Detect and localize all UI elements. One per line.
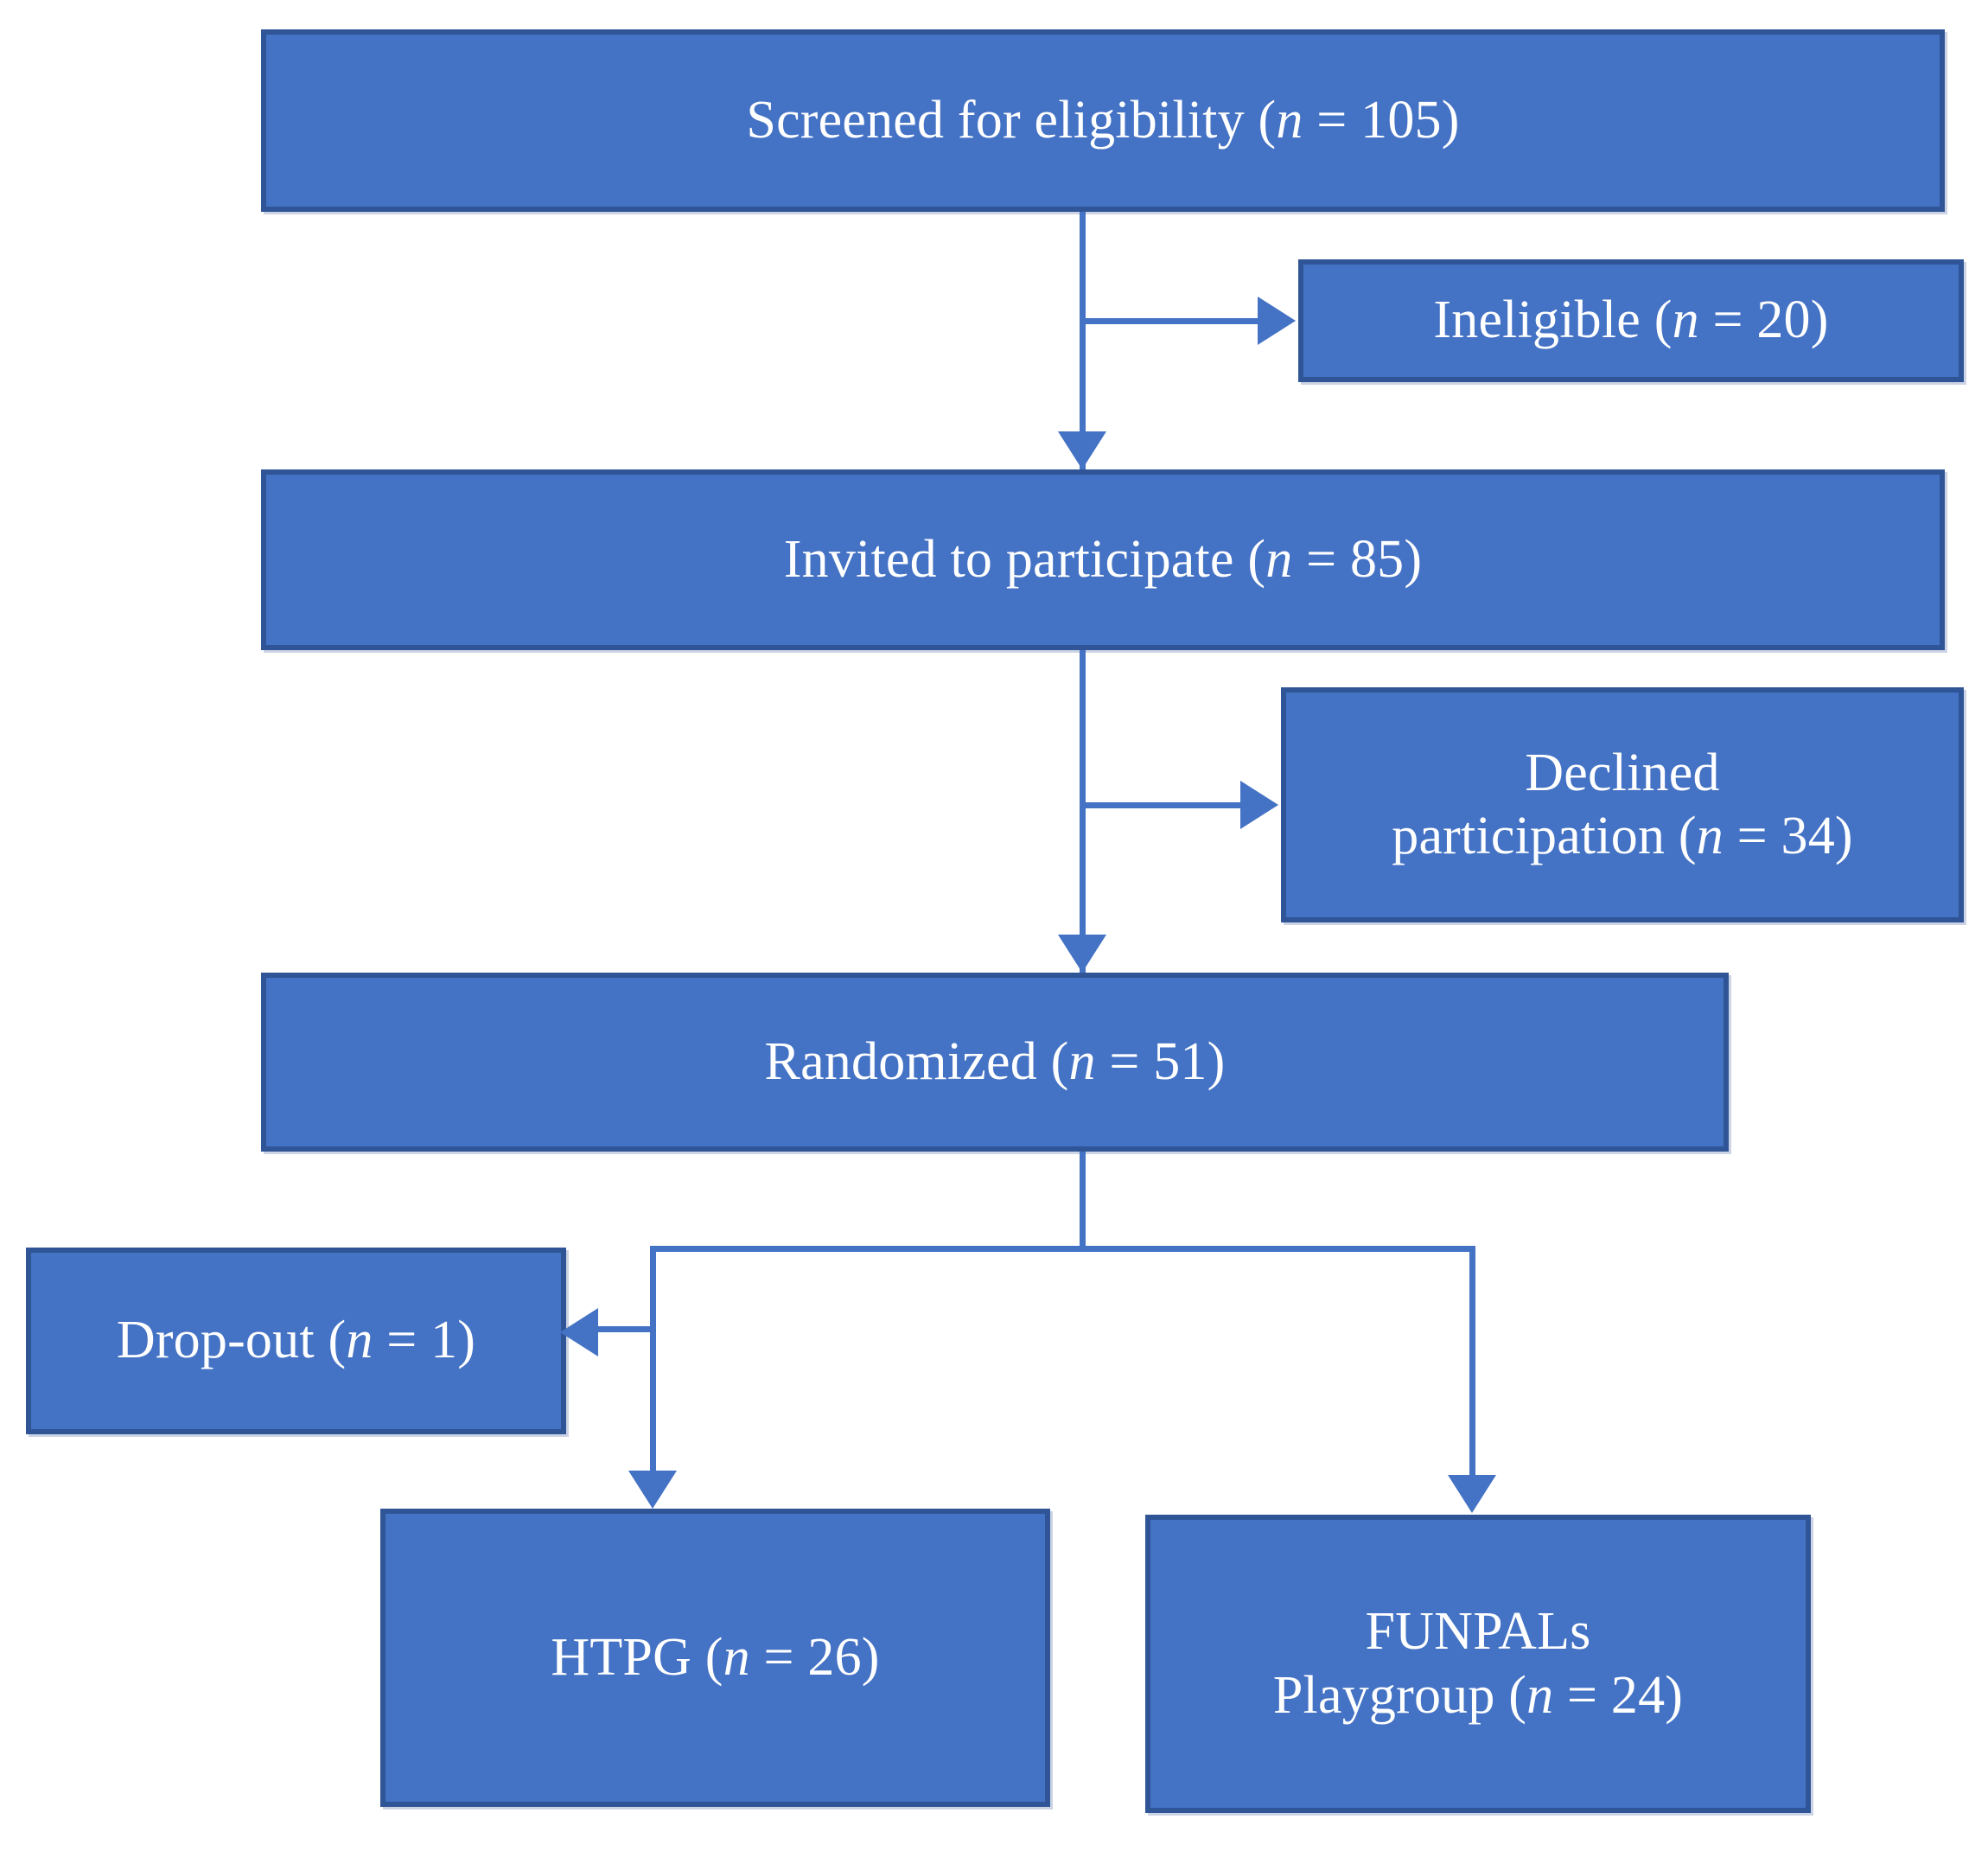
connector-screened-to-invited (1080, 212, 1086, 469)
connector-randomized-to-funpals (1469, 1246, 1475, 1484)
node-screened-for-eligibility: Screened for eligibility (n = 105) (261, 29, 1945, 212)
connector-invited-to-declined (1080, 802, 1244, 808)
arrow-right-icon-into-ineligible (1258, 297, 1296, 345)
node-ineligible: Ineligible (n = 20) (1298, 259, 1964, 382)
connector-screened-to-ineligible (1080, 318, 1261, 324)
connector-randomized-to-htpg (650, 1246, 656, 1479)
node-screened-label: Screened for eligibility (n = 105) (746, 90, 1460, 150)
arrow-down-icon-into-funpals (1448, 1475, 1496, 1513)
node-ineligible-label: Ineligible (n = 20) (1433, 290, 1829, 350)
node-randomized-label: Randomized (n = 51) (764, 1031, 1226, 1091)
arrow-left-icon-into-drop-out (560, 1308, 598, 1356)
node-drop-out: Drop-out (n = 1) (26, 1248, 566, 1434)
node-invited-label: Invited to participate (n = 85) (783, 529, 1423, 589)
arrow-right-icon-into-declined (1240, 781, 1278, 829)
node-invited-to-participate: Invited to participate (n = 85) (261, 469, 1945, 650)
node-drop-out-label: Drop-out (n = 1) (116, 1311, 476, 1370)
node-htpg: HTPG (n = 26) (380, 1509, 1050, 1807)
arrow-down-icon-into-htpg (628, 1471, 677, 1509)
arrow-down-icon-into-randomized (1058, 935, 1106, 973)
connector-randomized-split-bar (650, 1246, 1475, 1252)
node-htpg-label: HTPG (n = 26) (551, 1627, 880, 1687)
connector-invited-to-randomized (1080, 650, 1086, 973)
node-randomized: Randomized (n = 51) (261, 973, 1729, 1152)
arrow-down-icon-into-invited (1058, 431, 1106, 469)
connector-randomized-to-drop-out (588, 1326, 656, 1332)
connector-randomized-trunk (1080, 1152, 1086, 1251)
